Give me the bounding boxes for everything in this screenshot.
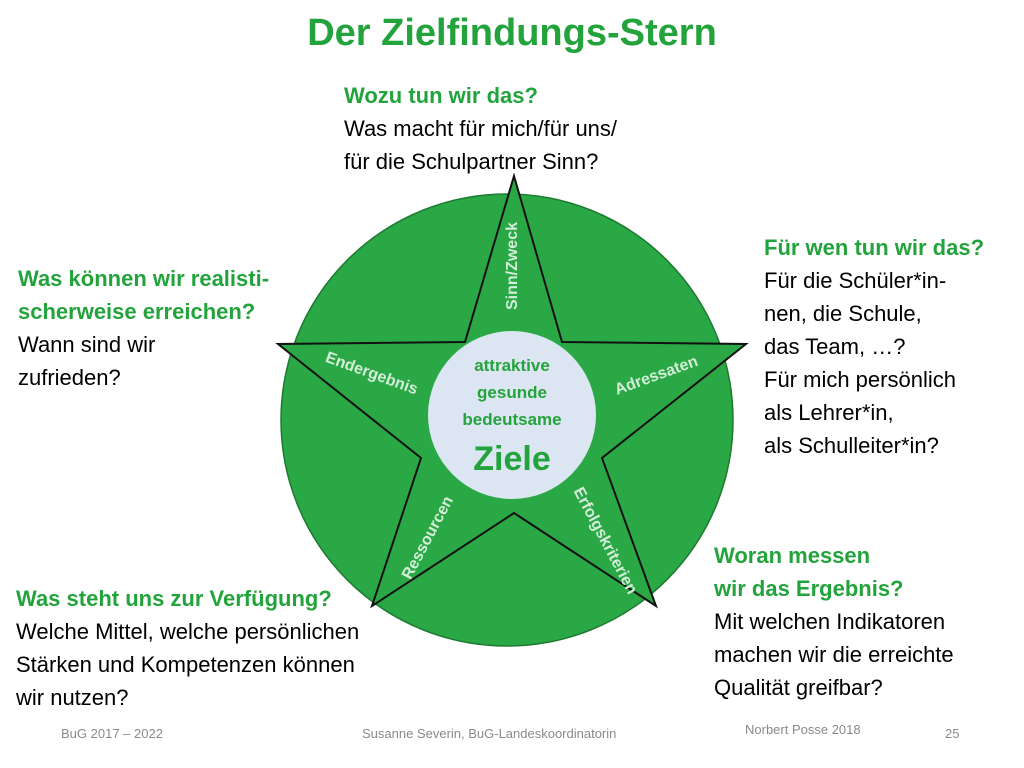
question-heading-line: Wozu tun wir das? — [344, 83, 538, 108]
center-circle — [428, 331, 596, 499]
question-body-line: machen wir die erreichte — [714, 642, 954, 667]
question-body-line: als Schulleiter*in? — [764, 433, 939, 458]
question-heading-line: Woran messen — [714, 543, 871, 568]
question-body-line: als Lehrer*in, — [764, 400, 894, 425]
question-body-line: Für mich persönlich — [764, 367, 956, 392]
center-line-2: gesunde — [477, 383, 547, 402]
center-line-1: attraktive — [474, 356, 550, 375]
question-body-line: zufrieden? — [18, 365, 121, 390]
question-body-line: Für die Schüler*in- — [764, 268, 947, 293]
question-block-left: Was können wir realisti- scherweise erre… — [18, 262, 269, 394]
question-body-line: das Team, …? — [764, 334, 906, 359]
question-block-bottom-right: Woran messen wir das Ergebnis? Mit welch… — [714, 539, 954, 704]
footer-left: BuG 2017 – 2022 — [61, 726, 163, 741]
point-label-top: Sinn/Zweck — [504, 222, 521, 310]
question-body-line: Welche Mittel, welche persönlichen — [16, 619, 360, 644]
question-heading-line: scherweise erreichen? — [18, 299, 256, 324]
question-block-top: Wozu tun wir das? Was macht für mich/für… — [344, 79, 617, 178]
question-heading-line: Was steht uns zur Verfügung? — [16, 586, 332, 611]
question-block-right: Für wen tun wir das? Für die Schüler*in-… — [764, 231, 984, 462]
slide-title: Der Zielfindungs-Stern — [307, 12, 717, 54]
question-block-bottom-left: Was steht uns zur Verfügung? Welche Mitt… — [16, 582, 359, 714]
question-body-line: wir nutzen? — [16, 685, 129, 710]
question-body-line: Wann sind wir — [18, 332, 156, 357]
question-body-line: Mit welchen Indikatoren — [714, 609, 946, 634]
center-line-3: bedeutsame — [462, 410, 561, 429]
page-number: 25 — [945, 726, 960, 741]
question-body-line: für die Schulpartner Sinn? — [344, 149, 599, 174]
question-body-line: Stärken und Kompetenzen können — [16, 652, 355, 677]
question-body-line: nen, die Schule, — [764, 301, 922, 326]
question-heading-line: wir das Ergebnis? — [714, 576, 904, 601]
center-main-label: Ziele — [473, 440, 550, 478]
question-body-line: Was macht für mich/für uns/ — [344, 116, 618, 141]
footer-credit: Norbert Posse 2018 — [745, 722, 861, 737]
question-heading-line: Was können wir realisti- — [18, 266, 270, 291]
footer-center: Susanne Severin, BuG-Landeskoordinatorin — [362, 726, 617, 741]
question-body-line: Qualität greifbar? — [714, 675, 883, 700]
question-heading-line: Für wen tun wir das? — [764, 235, 985, 260]
